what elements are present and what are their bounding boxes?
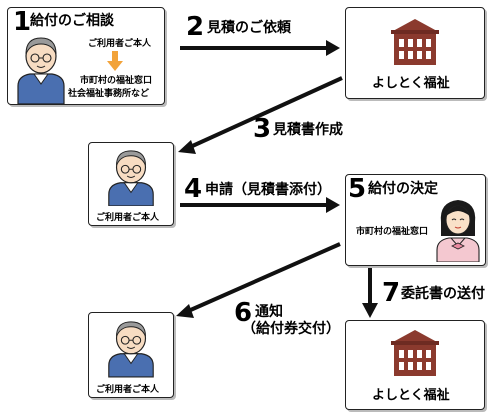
- user-bottom-name: ご利用者ご本人: [96, 385, 160, 395]
- step-1-office-line2: 社会福祉事務所など: [68, 89, 150, 99]
- step-3-number: 3: [253, 114, 272, 144]
- arrowhead-notify: [176, 304, 194, 318]
- step-5-title: 給付の決定: [368, 181, 438, 197]
- arrowhead-apply: [326, 197, 340, 213]
- facility-building-icon: [391, 330, 439, 376]
- step-2-number: 2: [186, 12, 205, 42]
- elderly-user-icon: [108, 321, 154, 378]
- arrow-notify: [185, 242, 341, 314]
- step-6-label-line1: 通知: [255, 304, 283, 320]
- user-mid-name: ご利用者ご本人: [96, 213, 160, 223]
- elderly-user-icon: [17, 37, 65, 104]
- step-6-label-line2: （給付券交付）: [242, 321, 340, 337]
- provider-top-name: よしとく福祉: [372, 76, 450, 91]
- step-1-title: 給付のご相談: [30, 13, 114, 29]
- facility-building-icon: [391, 19, 439, 65]
- arrow-create-estimate: [187, 76, 343, 150]
- step-2-label: 見積のご依頼: [207, 20, 291, 36]
- arrowhead-send-commission: [362, 303, 378, 318]
- step-4-label: 申請（見積書添付）: [205, 182, 331, 198]
- step-4-number: 4: [184, 174, 203, 204]
- step-5-number: 5: [348, 174, 367, 204]
- step-7-number: 7: [382, 278, 401, 308]
- step-1-number: 1: [13, 7, 32, 37]
- step-5-office: 市町村の福祉窓口: [356, 227, 429, 237]
- arrowhead-create-estimate: [178, 140, 196, 154]
- step-6-number: 6: [234, 298, 253, 328]
- step-1-user-label: ご利用者ご本人: [88, 39, 152, 49]
- down-orange-arrow-icon: [107, 51, 123, 71]
- step-3-label: 見積書作成: [273, 122, 343, 138]
- step-1-office-line1: 市町村の福祉窓口: [80, 76, 153, 86]
- elderly-user-icon: [108, 150, 154, 206]
- step-7-label: 委託書の送付: [401, 286, 485, 302]
- provider-bottom-name: よしとく福祉: [372, 388, 450, 403]
- staff-woman-icon: [436, 200, 480, 262]
- arrowhead-request-estimate: [326, 40, 340, 56]
